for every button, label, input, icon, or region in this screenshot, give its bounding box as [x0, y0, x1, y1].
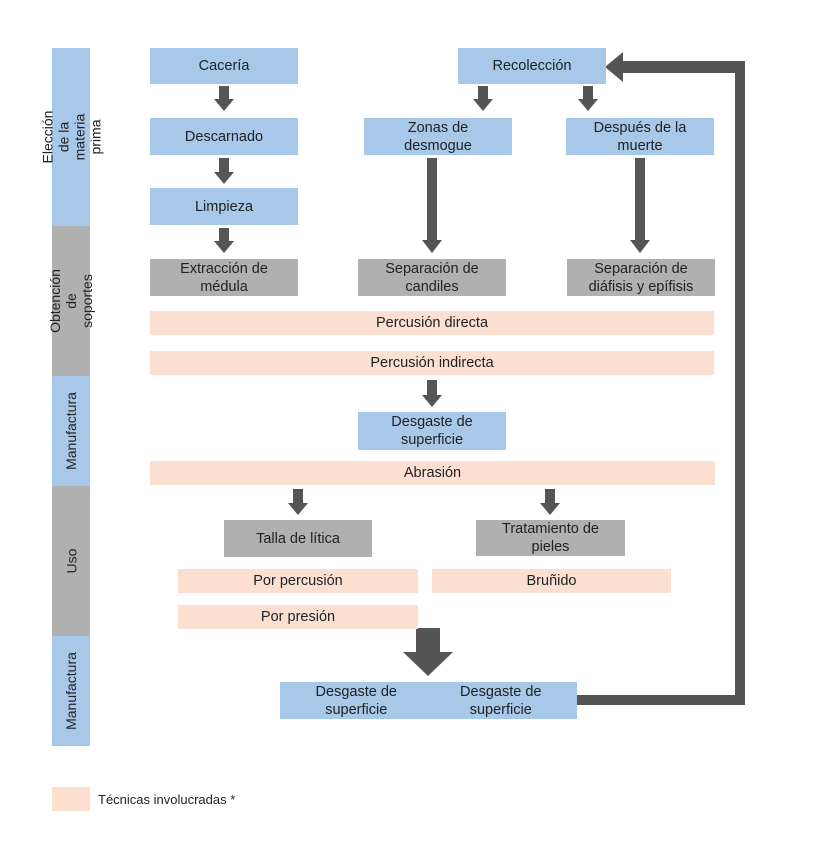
node-descarnado: Descarnado — [150, 118, 298, 155]
arrow-descarnado-limpieza — [214, 158, 234, 184]
technique-percusion-directa: Percusión directa — [150, 311, 714, 335]
node-talla-litica-label: Talla de lítica — [256, 530, 340, 547]
node-separacion-diafisis-label: Separación de diáfisis y epífisis — [588, 260, 694, 295]
arrow-recoleccion-zonas — [473, 86, 493, 111]
technique-por-presion-label: Por presión — [260, 609, 336, 625]
technique-por-percusion-label: Por percusión — [253, 573, 343, 589]
phase-obtencion: Obtención de soportes — [47, 226, 95, 376]
node-desgaste-superficie-2a-label: Desgaste de superficie — [315, 683, 397, 718]
arrow-recoleccion-despues — [578, 86, 598, 111]
technique-percusion-directa-label: Percusión directa — [375, 315, 489, 331]
node-despues-muerte: Después de la muerte — [566, 118, 714, 155]
arrow-abrasion-tratamiento — [540, 489, 560, 515]
phase-seleccion: Elección de la materia prima — [39, 48, 103, 226]
technique-por-presion: Por presión — [178, 605, 418, 629]
arrow-percusion-desgaste — [422, 380, 442, 407]
technique-percusion-indirecta-label: Percusión indirecta — [370, 355, 494, 371]
node-separacion-candiles: Separación de candiles — [358, 259, 506, 296]
node-separacion-candiles-label: Separación de candiles — [385, 260, 479, 295]
node-separacion-diafisis: Separación de diáfisis y epífisis — [567, 259, 715, 296]
technique-abrasion: Abrasión — [150, 461, 715, 485]
node-desgaste-superficie-1-label: Desgaste de superficie — [391, 414, 473, 448]
node-tratamiento-pieles-label: Tratamiento de pieles — [502, 521, 599, 555]
arrow-caceria-descarnado — [214, 86, 234, 111]
phase-uso: Uso — [52, 486, 90, 636]
node-caceria: Cacería — [150, 48, 298, 84]
node-desgaste-superficie-2b-label: Desgaste de superficie — [460, 683, 542, 718]
node-zonas-desmogue: Zonas de desmogue — [364, 118, 512, 155]
node-limpieza-label: Limpieza — [194, 198, 254, 215]
node-recoleccion-label: Recolección — [492, 58, 572, 74]
arrow-abrasion-talla — [288, 489, 308, 515]
node-descarnado-label: Descarnado — [184, 128, 264, 145]
node-extraccion-medula: Extracción de médula — [150, 259, 298, 296]
node-caceria-label: Cacería — [198, 58, 250, 74]
legend-swatch — [52, 787, 90, 811]
node-tratamiento-pieles: Tratamiento de pieles — [476, 520, 625, 556]
node-recoleccion: Recolección — [458, 48, 606, 84]
phase-manufactura-2: Manufactura — [52, 636, 90, 746]
technique-abrasion-label: Abrasión — [403, 465, 462, 481]
node-extraccion-medula-label: Extracción de médula — [180, 260, 268, 295]
arrow-zonas-candiles — [422, 158, 442, 253]
technique-percusion-indirecta: Percusión indirecta — [150, 351, 714, 375]
node-despues-muerte-label: Después de la muerte — [593, 119, 687, 154]
arrow-big-final — [403, 628, 453, 676]
node-desgaste-superficie-2: Desgaste de superficie Desgaste de super… — [280, 682, 577, 719]
legend-label: Técnicas involucradas * — [98, 792, 236, 807]
technique-brunido: Bruñido — [432, 569, 671, 593]
arrow-limpieza-extraccion — [214, 228, 234, 253]
technique-por-percusion: Por percusión — [178, 569, 418, 593]
arrow-despues-diafisis — [630, 158, 650, 253]
phase-manufactura-1: Manufactura — [52, 376, 90, 486]
node-limpieza: Limpieza — [150, 188, 298, 225]
node-desgaste-superficie-1: Desgaste de superficie — [358, 412, 506, 450]
node-zonas-desmogue-label: Zonas de desmogue — [404, 119, 472, 154]
technique-brunido-label: Bruñido — [526, 573, 577, 589]
node-talla-litica: Talla de lítica — [224, 520, 372, 557]
